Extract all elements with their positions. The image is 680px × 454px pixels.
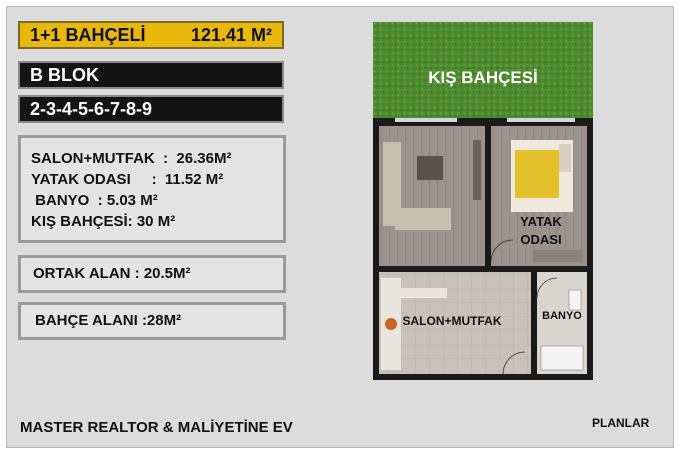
bed-throw (515, 150, 559, 198)
winter-garden-label: KIŞ BAHÇESİ (428, 68, 538, 87)
area-row-bedroom: YATAK ODASI : 11.52 M² (31, 171, 224, 188)
garden-area-label: BAHÇE ALANI :28M² (35, 312, 182, 329)
area-row-winter-garden: KIŞ BAHÇESİ: 30 M² (31, 213, 176, 230)
wardrobe (533, 250, 583, 262)
common-area-label: ORTAK ALAN : 20.5M² (33, 265, 191, 282)
floor-plan: KIŞ BAHÇESİ YATAK ODASI SALON+MUTFAK BAN… (373, 22, 593, 380)
bedroom-label-line2: ODASI (520, 232, 562, 247)
block-label: B BLOK (30, 65, 99, 85)
tv-unit (473, 140, 481, 200)
floor-plan-drawing (373, 22, 593, 380)
garden-area-panel: BAHÇE ALANI :28M² (18, 302, 286, 340)
area-row-living-kitchen: SALON+MUTFAK : 26.36M² (31, 150, 232, 167)
window-bedroom (507, 118, 575, 122)
kitchen-island (401, 288, 447, 298)
area-row-bathroom: BANYO : 5.03 M² (31, 192, 158, 209)
section-label: PLANLAR (592, 416, 650, 430)
bed-pillows (559, 144, 571, 172)
company-name: MASTER REALTOR & MALİYETİNE EV (20, 419, 293, 436)
coffee-table (417, 156, 443, 180)
floors-bar: 2-3-4-5-6-7-8-9 (18, 95, 284, 123)
floors-label: 2-3-4-5-6-7-8-9 (30, 99, 153, 119)
bedroom-label-line1: YATAK (520, 214, 562, 229)
unit-total-area: 121.41 M² (190, 25, 272, 45)
room-areas-panel: SALON+MUTFAK : 26.36M² YATAK ODASI : 11.… (18, 135, 286, 243)
bedroom-door-swing (490, 239, 514, 263)
winter-garden-area (373, 22, 593, 118)
window-living (395, 118, 457, 122)
sofa-section (395, 208, 451, 230)
entrance-door-swing (502, 351, 526, 375)
living-kitchen-label: SALON+MUTFAK (402, 314, 502, 328)
bathroom-door-swing (536, 277, 558, 299)
common-area-panel: ORTAK ALAN : 20.5M² (18, 255, 286, 293)
sink (568, 289, 582, 311)
unit-title-bar: 1+1 BAHÇELİ 121.41 M² (18, 21, 284, 49)
bathtub (540, 345, 584, 371)
unit-type-label: 1+1 BAHÇELİ (30, 25, 146, 45)
sofa (383, 142, 401, 226)
block-bar: B BLOK (18, 61, 284, 89)
kitchen-fruit-bowl (385, 318, 397, 330)
bathroom-label: BANYO (542, 310, 582, 322)
